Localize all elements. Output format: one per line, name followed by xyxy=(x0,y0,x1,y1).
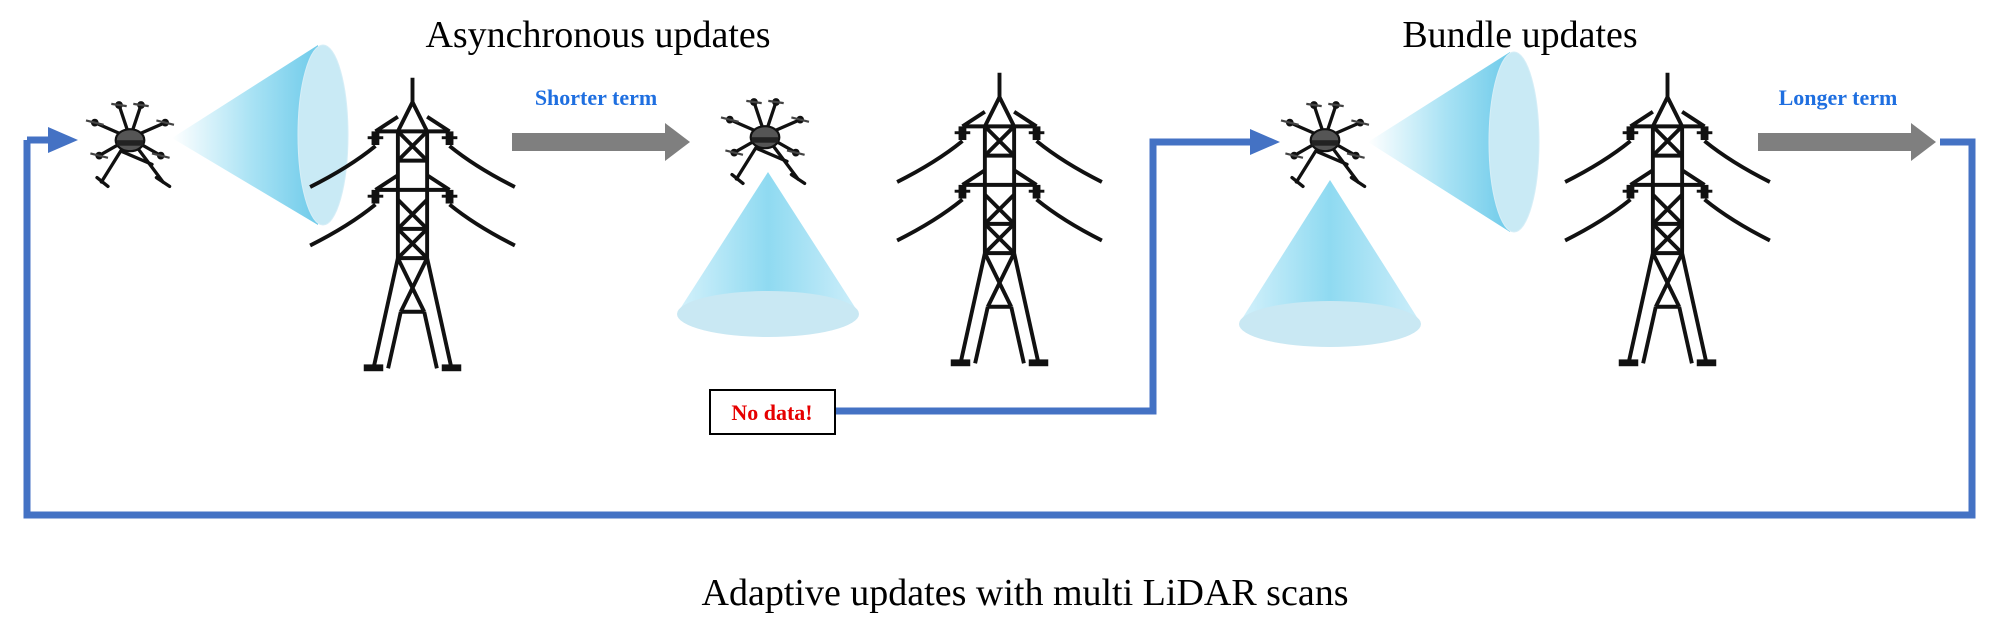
drone-icon xyxy=(84,99,176,189)
longer-term-label: Longer term xyxy=(1779,85,1898,110)
adaptive-updates-caption: Adaptive updates with multi LiDAR scans xyxy=(702,572,1349,614)
shorter-term-arrow xyxy=(512,123,690,161)
connector-arrowhead xyxy=(1250,129,1280,155)
no-data-label: No data! xyxy=(731,400,812,425)
no-data-connector-line xyxy=(835,138,1252,415)
async-updates-title: Asynchronous updates xyxy=(425,14,770,56)
no-data-box xyxy=(709,389,836,435)
drone-icon xyxy=(1279,99,1371,189)
drone-icon xyxy=(719,96,811,186)
transmission-tower-icon xyxy=(1563,70,1772,369)
lidar-scan-cone-icon xyxy=(677,172,859,337)
feedback-loop-line xyxy=(23,136,1976,519)
longer-term-arrow xyxy=(1758,123,1936,161)
loop-arrowhead-left xyxy=(48,127,78,153)
lidar-scan-cone-icon xyxy=(172,44,349,226)
shorter-term-label: Shorter term xyxy=(535,85,657,110)
transmission-tower-icon xyxy=(895,70,1104,369)
lidar-scan-cone-icon xyxy=(1239,180,1421,347)
bundle-updates-title: Bundle updates xyxy=(1402,14,1637,56)
lidar-scan-cone-icon xyxy=(1368,51,1540,233)
